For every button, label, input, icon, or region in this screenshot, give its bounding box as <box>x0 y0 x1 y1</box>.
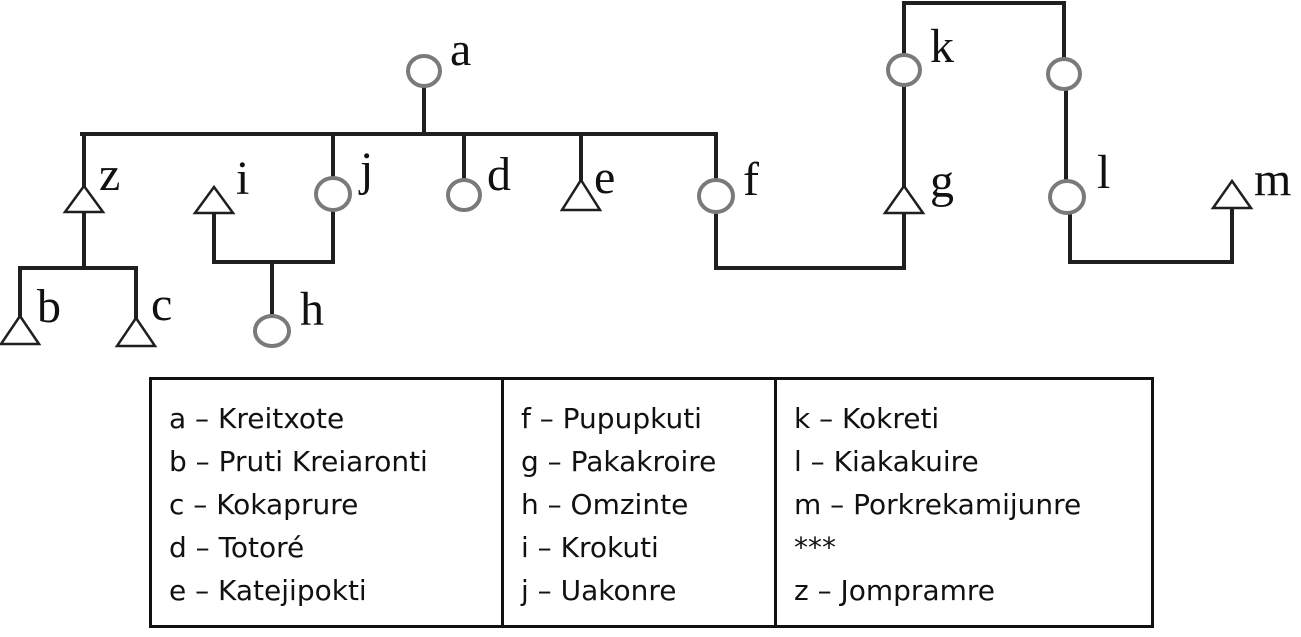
legend-entry: m – Porkrekamijunre <box>794 488 1082 521</box>
node-label-e: e <box>594 151 615 204</box>
legend-entry: d – Totoré <box>169 531 305 564</box>
node-label-j: j <box>358 143 373 196</box>
node-label-h: h <box>300 283 324 336</box>
legend-entry: f – Pupupkuti <box>521 402 702 435</box>
legend-entry: c – Kokaprure <box>169 488 359 521</box>
legend-entry: b – Pruti Kreiaronti <box>169 445 428 478</box>
legend-column-3: k – Kokreti l – Kiakakuire m – Porkrekam… <box>774 380 1151 625</box>
female-symbol <box>697 178 735 214</box>
male-symbol <box>62 183 106 214</box>
male-symbol <box>559 177 603 212</box>
person-l-mother <box>1046 57 1082 91</box>
legend-entry: e – Katejipokti <box>169 574 367 607</box>
node-label-k: k <box>930 20 954 73</box>
node-label-g: g <box>930 155 954 208</box>
person-f: f <box>697 153 759 214</box>
kinship-tree: a z i j d e f b c h k g <box>0 1 1291 348</box>
legend-entry: a – Kreitxote <box>169 402 345 435</box>
person-b: b <box>0 280 61 346</box>
person-c: c <box>114 278 172 348</box>
person-d: d <box>446 148 511 212</box>
person-i: i <box>192 152 249 215</box>
legend-table: a – Kreitxote b – Pruti Kreiaronti c – K… <box>149 377 1154 628</box>
male-symbol <box>1210 178 1254 210</box>
person-j: j <box>314 143 373 212</box>
node-label-c: c <box>151 278 172 331</box>
person-g: g <box>882 155 954 215</box>
legend-entry: *** <box>794 531 836 564</box>
legend-column-2: f – Pupupkuti g – Pakakroire h – Omzinte… <box>501 380 774 625</box>
legend-entry: i – Krokuti <box>521 531 659 564</box>
legend-entry: j – Uakonre <box>521 574 677 607</box>
node-label-z: z <box>99 148 120 201</box>
node-label-d: d <box>487 148 511 201</box>
person-z: z <box>62 148 120 214</box>
person-k: k <box>886 20 954 87</box>
person-h: h <box>253 283 324 348</box>
male-symbol <box>0 313 42 346</box>
node-label-a: a <box>450 23 471 76</box>
legend-column-1: a – Kreitxote b – Pruti Kreiaronti c – K… <box>152 380 501 625</box>
person-l: l <box>1048 146 1110 215</box>
legend-entry: z – Jompramre <box>794 574 996 607</box>
legend-entry: h – Omzinte <box>521 488 689 521</box>
node-label-m: m <box>1254 153 1291 206</box>
male-symbol <box>882 183 926 215</box>
female-symbol <box>1048 179 1086 215</box>
node-label-l: l <box>1097 146 1110 199</box>
legend-entry: k – Kokreti <box>794 402 940 435</box>
person-m: m <box>1210 153 1291 210</box>
female-symbol <box>253 314 291 348</box>
legend-entry: g – Pakakroire <box>521 445 717 478</box>
legend-entry: l – Kiakakuire <box>794 445 979 478</box>
female-symbol <box>406 54 442 88</box>
female-symbol <box>314 176 352 212</box>
male-symbol <box>192 184 236 215</box>
node-label-i: i <box>236 152 249 205</box>
node-label-f: f <box>743 153 759 206</box>
male-symbol <box>114 315 158 348</box>
female-symbol <box>446 178 482 212</box>
female-symbol <box>886 53 922 87</box>
person-e: e <box>559 151 615 212</box>
female-symbol <box>1046 57 1082 91</box>
node-label-b: b <box>37 280 61 333</box>
person-a: a <box>406 23 471 88</box>
kinship-lines <box>18 1 1234 320</box>
